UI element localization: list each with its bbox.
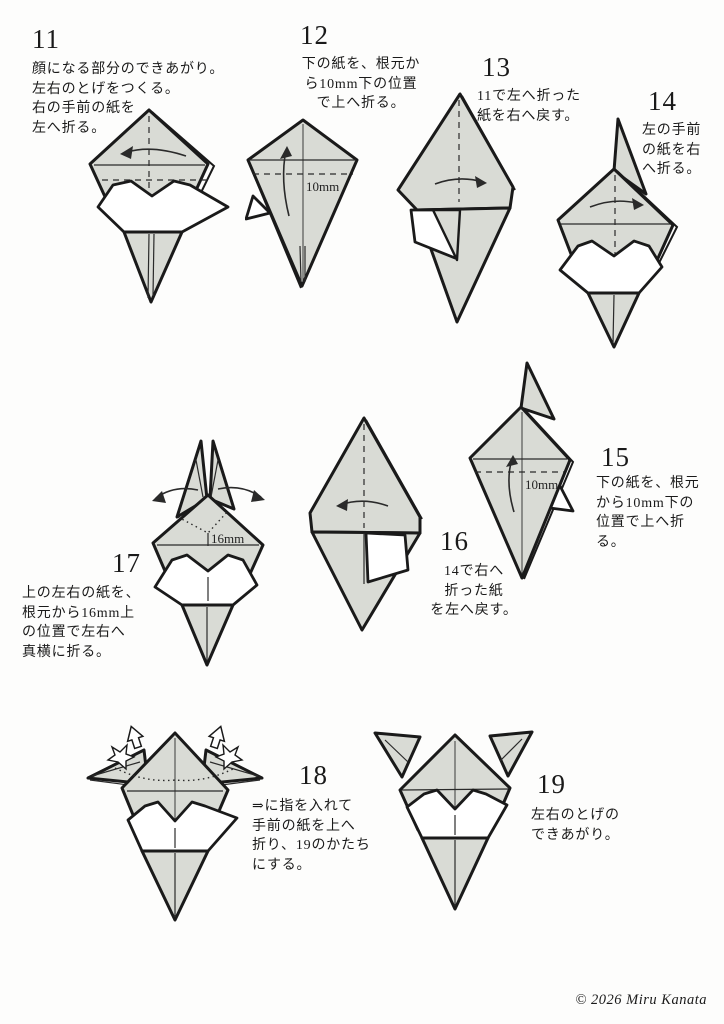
slit-line xyxy=(612,294,615,344)
step-13-number: 13 xyxy=(482,52,511,82)
step-16-number: 16 xyxy=(440,526,469,556)
step-15-instructions: 下の紙を、根元 から10mm下の 位置で上へ折 る。 xyxy=(596,476,700,550)
diagram-step-17: 16mm xyxy=(151,439,265,667)
left-ear-shape xyxy=(373,731,422,779)
slit-line xyxy=(152,233,155,297)
arrowhead-icon xyxy=(336,499,348,511)
right-ear-shape xyxy=(488,730,534,778)
crumple-mark-icon xyxy=(214,743,244,771)
arrowhead-icon xyxy=(632,198,644,210)
arrowhead-icon xyxy=(280,146,292,159)
step-18-number: 18 xyxy=(299,760,328,790)
crumple-mark-icon xyxy=(106,743,136,771)
kite-shape xyxy=(468,405,572,580)
measure-label: 10mm xyxy=(525,477,558,492)
arrowhead-icon xyxy=(152,491,166,503)
arrowhead-icon xyxy=(475,176,487,188)
spike-crease xyxy=(210,459,219,498)
step-16-instructions: 14で右へ 折った紙 を左へ戻す。 xyxy=(430,564,518,618)
push-up-arrow-icon xyxy=(126,725,145,750)
step-14-instructions: 左の手前 の紙を右 へ折る。 xyxy=(642,123,702,177)
diagram-step-13 xyxy=(396,92,516,324)
step-11-instructions: 顔になる部分のできあがり。 左右のとげをつくる。 右の手前の紙を 左へ折る。 xyxy=(32,62,225,136)
slit-line xyxy=(299,245,302,283)
diagram-step-11 xyxy=(88,108,230,304)
upper-shape xyxy=(308,416,422,535)
side-flap-shape xyxy=(245,194,272,221)
upper-shape xyxy=(396,92,515,212)
step-14-number: 14 xyxy=(648,86,677,116)
step-15-number: 15 xyxy=(601,442,630,472)
step-13-instructions: 11で左へ折った 紙を右へ戻す。 xyxy=(477,89,581,124)
diagram-step-14 xyxy=(556,117,679,349)
diagram-step-15: 10mm xyxy=(468,361,575,580)
right-spike-shape xyxy=(208,439,236,511)
ear-crease xyxy=(499,738,523,762)
fold-guide-line xyxy=(177,510,229,534)
diagram-step-12: 10mm xyxy=(245,118,359,289)
arrowhead-icon xyxy=(506,455,518,467)
push-up-arrow-icon xyxy=(207,725,226,750)
slit-line xyxy=(147,233,150,299)
step-11-number: 11 xyxy=(32,24,60,54)
spike-shape xyxy=(519,361,556,421)
arrowhead-icon xyxy=(251,490,265,502)
spike-crease xyxy=(209,761,259,777)
spike-crease xyxy=(195,459,204,498)
copyright-notice: © 2026 Miru Kanata xyxy=(575,992,707,1008)
measure-label: 16mm xyxy=(211,531,244,546)
step-17-number: 17 xyxy=(112,548,141,578)
arrowhead-icon xyxy=(120,146,133,159)
kite-shape xyxy=(246,118,359,288)
flap-layer-shape xyxy=(431,208,462,262)
measure-label: 10mm xyxy=(306,179,339,194)
step-12-instructions: 下の紙を、根元か ら10mm下の位置 で上へ折る。 xyxy=(301,57,421,111)
unfolded-flap-shape xyxy=(364,531,410,584)
lips-shape xyxy=(96,179,230,234)
step-19-instructions: 左右のとげの できあがり。 xyxy=(531,808,620,843)
step-12-number: 12 xyxy=(300,20,329,50)
step-17-instructions: 上の左右の紙を、 根元から16mm上 の位置で左右へ 真横に折る。 xyxy=(22,586,141,660)
diagram-step-19 xyxy=(373,730,534,911)
step-18-instructions: ⇒に指を入れて 手前の紙を上へ 折り、19のかたち にする。 xyxy=(252,799,371,873)
ear-crease xyxy=(384,739,409,763)
step-19-number: 19 xyxy=(537,769,566,799)
diagram-step-16 xyxy=(308,416,423,632)
fold-guide-line xyxy=(114,767,236,782)
diagram-step-18 xyxy=(86,725,264,922)
